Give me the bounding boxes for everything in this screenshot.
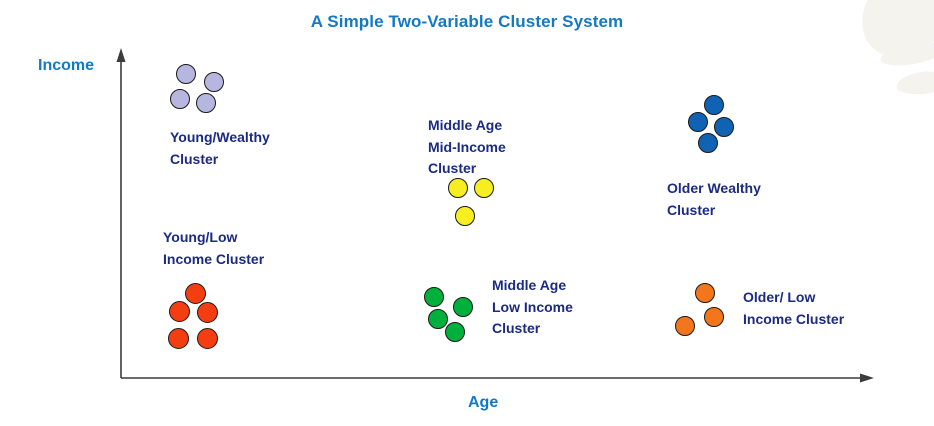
data-point-middle-age-low-income bbox=[445, 322, 465, 342]
x-axis-arrowhead bbox=[860, 373, 874, 383]
x-axis-label: Age bbox=[468, 394, 499, 411]
data-point-young-low-income bbox=[168, 300, 190, 322]
data-point-older-low-income bbox=[695, 283, 715, 303]
data-point-older-wealthy bbox=[714, 117, 734, 137]
data-point-young-wealthy bbox=[170, 89, 190, 109]
data-point-middle-age-low-income bbox=[424, 287, 444, 307]
cluster-label-middle-age-mid-income: Middle Age Mid-Income Cluster bbox=[428, 117, 506, 177]
data-point-middle-age-mid-income bbox=[448, 178, 468, 198]
data-point-young-low-income bbox=[196, 327, 218, 349]
data-point-middle-age-mid-income bbox=[455, 206, 475, 226]
data-point-older-wealthy bbox=[688, 112, 708, 132]
cluster-label-young-wealthy: Young/Wealthy Cluster bbox=[170, 129, 270, 167]
data-point-young-low-income bbox=[196, 301, 218, 323]
cluster-label-middle-age-low-income: Middle Age Low Income Cluster bbox=[492, 277, 573, 337]
cluster-label-young-low-income: Young/Low Income Cluster bbox=[163, 229, 265, 267]
cluster-label-older-wealthy: Older Wealthy Cluster bbox=[667, 180, 761, 218]
data-point-middle-age-mid-income bbox=[474, 178, 494, 198]
data-point-young-wealthy bbox=[176, 64, 196, 84]
data-point-young-wealthy bbox=[204, 72, 224, 92]
data-point-middle-age-low-income bbox=[453, 297, 473, 317]
cluster-label-older-low-income: Older/ Low Income Cluster bbox=[743, 289, 845, 327]
data-point-young-low-income bbox=[184, 282, 206, 304]
data-point-older-low-income bbox=[675, 316, 695, 336]
y-axis-arrowhead bbox=[116, 48, 126, 62]
data-point-older-wealthy bbox=[704, 95, 724, 115]
chart-title: A Simple Two-Variable Cluster System bbox=[310, 12, 624, 31]
data-point-young-low-income bbox=[167, 327, 189, 349]
data-point-older-low-income bbox=[704, 307, 724, 327]
data-point-older-wealthy bbox=[698, 133, 718, 153]
data-point-young-wealthy bbox=[196, 93, 216, 113]
y-axis-label: Income bbox=[38, 57, 95, 74]
data-point-middle-age-low-income bbox=[428, 309, 448, 329]
